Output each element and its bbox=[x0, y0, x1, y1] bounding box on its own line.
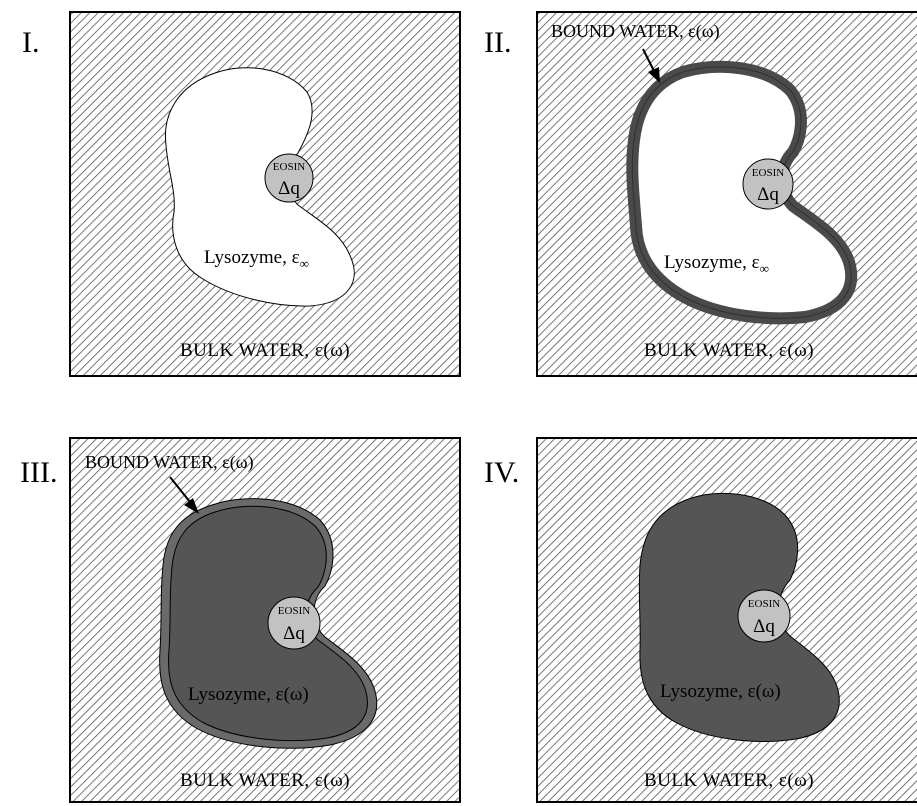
panel-2-bulk-water-label: BULK WATER, ε(ω) bbox=[644, 340, 814, 361]
panel-3-bulk-water-label: BULK WATER, ε(ω) bbox=[180, 770, 350, 791]
panel-2: II. BOUND WATER, ε(ω) EOSIN Δq Lysozyme,… bbox=[484, 12, 917, 376]
panel-3-numeral: III. bbox=[20, 456, 57, 489]
panel-2-charge-label: Δq bbox=[757, 184, 779, 205]
panel-3-bound-water-label: BOUND WATER, ε(ω) bbox=[85, 452, 254, 473]
panel-3: III. BOUND WATER, ε(ω) EOSIN Δq Lysozyme… bbox=[20, 438, 460, 802]
panel-1-charge-label: Δq bbox=[278, 178, 300, 199]
panel-1-numeral: I. bbox=[22, 26, 40, 59]
panel-2-eosin-label: EOSIN bbox=[752, 167, 784, 179]
panel-4: IV. EOSIN Δq Lysozyme, ε(ω) BULK WATER, … bbox=[484, 438, 917, 802]
panel-4-lysozyme-label: Lysozyme, ε(ω) bbox=[660, 681, 781, 702]
panel-1-eosin-label: EOSIN bbox=[273, 161, 305, 173]
panel-4-bulk-water-label: BULK WATER, ε(ω) bbox=[644, 770, 814, 791]
panel-1-lysozyme-label: Lysozyme, ε∞ bbox=[204, 247, 309, 271]
panel-3-charge-label: Δq bbox=[283, 623, 305, 644]
panel-4-numeral: IV. bbox=[484, 456, 519, 489]
panel-2-lysozyme-label: Lysozyme, ε∞ bbox=[664, 252, 769, 276]
panel-2-numeral: II. bbox=[484, 26, 511, 59]
panel-1: I. EOSIN Δq Lysozyme, ε∞ BULK WATER, ε(ω… bbox=[22, 12, 460, 376]
panel-3-eosin-label: EOSIN bbox=[278, 605, 310, 617]
panel-1-bulk-water-label: BULK WATER, ε(ω) bbox=[180, 340, 350, 361]
panel-4-charge-label: Δq bbox=[753, 616, 775, 637]
panel-3-lysozyme-label: Lysozyme, ε(ω) bbox=[188, 684, 309, 705]
panel-4-eosin-label: EOSIN bbox=[748, 598, 780, 610]
panel-2-bound-water-label: BOUND WATER, ε(ω) bbox=[551, 21, 720, 42]
